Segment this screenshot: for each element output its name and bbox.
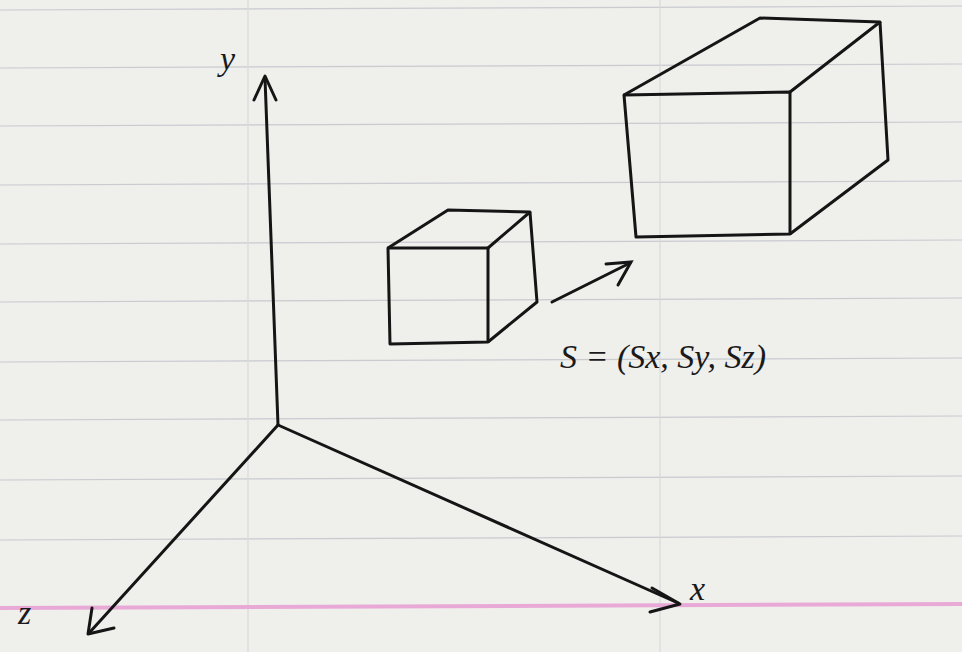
axis-label: x (690, 572, 705, 606)
large-box (624, 18, 888, 237)
margin-line (0, 604, 962, 608)
scale-arrow (552, 262, 631, 302)
small-cube (388, 210, 537, 344)
scale-factor-label: S = (Sx, Sy, Sz) (560, 340, 766, 374)
axis-label: z (18, 596, 31, 630)
axis-label: y (220, 42, 235, 76)
